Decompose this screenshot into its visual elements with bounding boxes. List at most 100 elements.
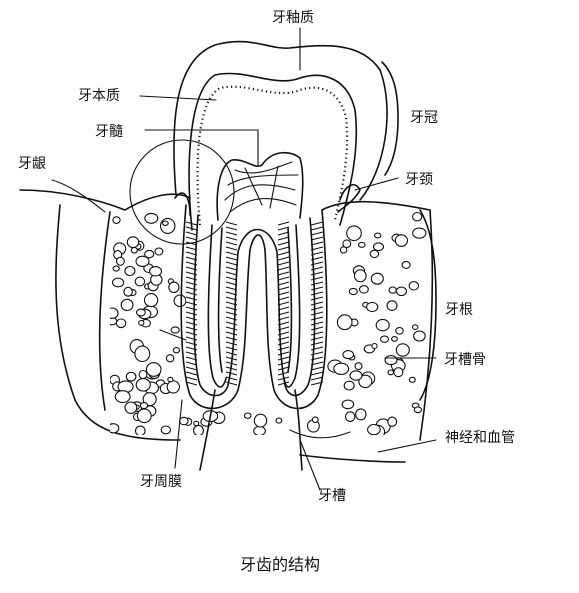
ligament-hatch	[185, 351, 198, 356]
bone-cell	[173, 294, 187, 308]
ligament-hatch	[277, 266, 290, 271]
crown-bracket	[381, 61, 399, 176]
ligament-hatch	[310, 251, 324, 256]
bone-cell	[243, 412, 252, 419]
bone-cell	[343, 380, 355, 391]
ligament-hatch	[310, 311, 324, 316]
ligament-hatch	[185, 381, 198, 386]
bone-cell	[401, 260, 411, 269]
ligament-hatch	[185, 301, 198, 306]
bone-cell	[336, 314, 353, 331]
ligament-hatch	[225, 356, 238, 361]
bone-left-edge	[98, 211, 111, 411]
ligament-hatch	[225, 226, 238, 231]
ligament-hatch	[277, 296, 290, 301]
bone-cell	[154, 247, 164, 256]
magnify-circle	[129, 139, 235, 245]
bone-cell	[342, 239, 352, 249]
ligament-hatch	[185, 321, 198, 326]
bone-cell	[178, 416, 189, 426]
bone-cell	[395, 343, 410, 357]
ligament-hatch	[225, 251, 238, 256]
ligament-hatch	[185, 361, 198, 366]
bone-cell	[165, 354, 175, 363]
ligament-hatch	[185, 341, 198, 346]
ligament-hatch	[225, 236, 238, 241]
bone-right-edge	[419, 209, 434, 441]
right-canal-inner	[287, 227, 293, 373]
right-root-outer	[264, 209, 328, 410]
ligament-hatch	[185, 306, 198, 311]
bone-cell	[373, 232, 382, 239]
bone-cell	[370, 272, 384, 285]
bone-cell	[110, 423, 120, 434]
bone-cell	[333, 362, 350, 375]
bone-cell	[123, 286, 133, 297]
ligament-hatch	[310, 246, 324, 251]
leader-lines	[51, 27, 437, 491]
bone-cell	[134, 425, 146, 435]
label-dentin: 牙本质	[78, 88, 120, 104]
bone-cell	[393, 367, 404, 378]
label-neck: 牙颈	[405, 172, 433, 188]
ligament-hatch	[225, 261, 238, 266]
bone-cell	[358, 285, 369, 294]
bone-cell	[253, 425, 266, 435]
bone-cell	[135, 255, 150, 267]
ligament-hatch	[310, 361, 324, 366]
ligament-hatch	[277, 381, 290, 386]
dentin-outline	[188, 72, 358, 231]
bone-cell	[161, 220, 169, 226]
ligament-hatch	[310, 316, 324, 321]
bone-cell	[411, 324, 419, 330]
ligament-hatch	[185, 371, 198, 376]
bone-cell	[353, 269, 367, 283]
periodontal-hatching	[185, 221, 324, 386]
bone-cell	[138, 319, 145, 326]
ligament-hatch	[225, 366, 238, 371]
ligament-hatch	[185, 311, 198, 316]
ligament-hatch	[185, 296, 198, 301]
ligament-hatch	[277, 251, 290, 256]
ligament-hatch	[277, 256, 290, 261]
bone-cell	[124, 265, 136, 277]
alveolar-bone-cells	[110, 211, 427, 435]
ligament-hatch	[225, 371, 238, 376]
ligament-hatch	[225, 376, 238, 381]
bone-cell	[115, 318, 127, 329]
bone-cell	[130, 246, 138, 254]
ligament-hatch	[225, 301, 238, 306]
bone-cell	[148, 266, 163, 277]
bone-cell	[143, 293, 159, 308]
bone-cell	[136, 408, 152, 424]
bone-cell	[341, 399, 355, 410]
bone-cell	[115, 256, 125, 266]
ligament-hatch	[277, 321, 290, 326]
ligament-hatch	[310, 321, 324, 326]
ligament-hatch	[310, 231, 324, 236]
bone-cell	[354, 362, 363, 371]
bone-cell	[172, 347, 181, 354]
ligament-hatch	[310, 226, 324, 231]
label-root: 牙根	[445, 302, 473, 318]
ligament-hatch	[277, 291, 290, 296]
bone-cell	[311, 416, 319, 424]
nerve-vessel-left	[199, 389, 216, 471]
diagram-caption: 牙齿的结构	[240, 555, 320, 574]
bone-cell	[135, 378, 151, 392]
bone-cell	[112, 265, 120, 272]
bone-top-right	[321, 200, 431, 211]
ligament-hatch	[310, 301, 324, 306]
ligament-hatch	[185, 326, 198, 331]
bone-cell	[408, 376, 416, 383]
bone-cell	[111, 277, 125, 288]
ligament-hatch	[277, 261, 290, 266]
ligament-hatch	[277, 286, 290, 291]
ligament-hatch	[225, 271, 238, 276]
bone-cell	[112, 216, 121, 224]
bone-cell	[379, 335, 390, 343]
ligament-hatch	[185, 221, 198, 226]
ligament-hatch	[225, 361, 238, 366]
ligament-hatch	[225, 336, 238, 341]
left-canal-inner	[217, 227, 223, 373]
